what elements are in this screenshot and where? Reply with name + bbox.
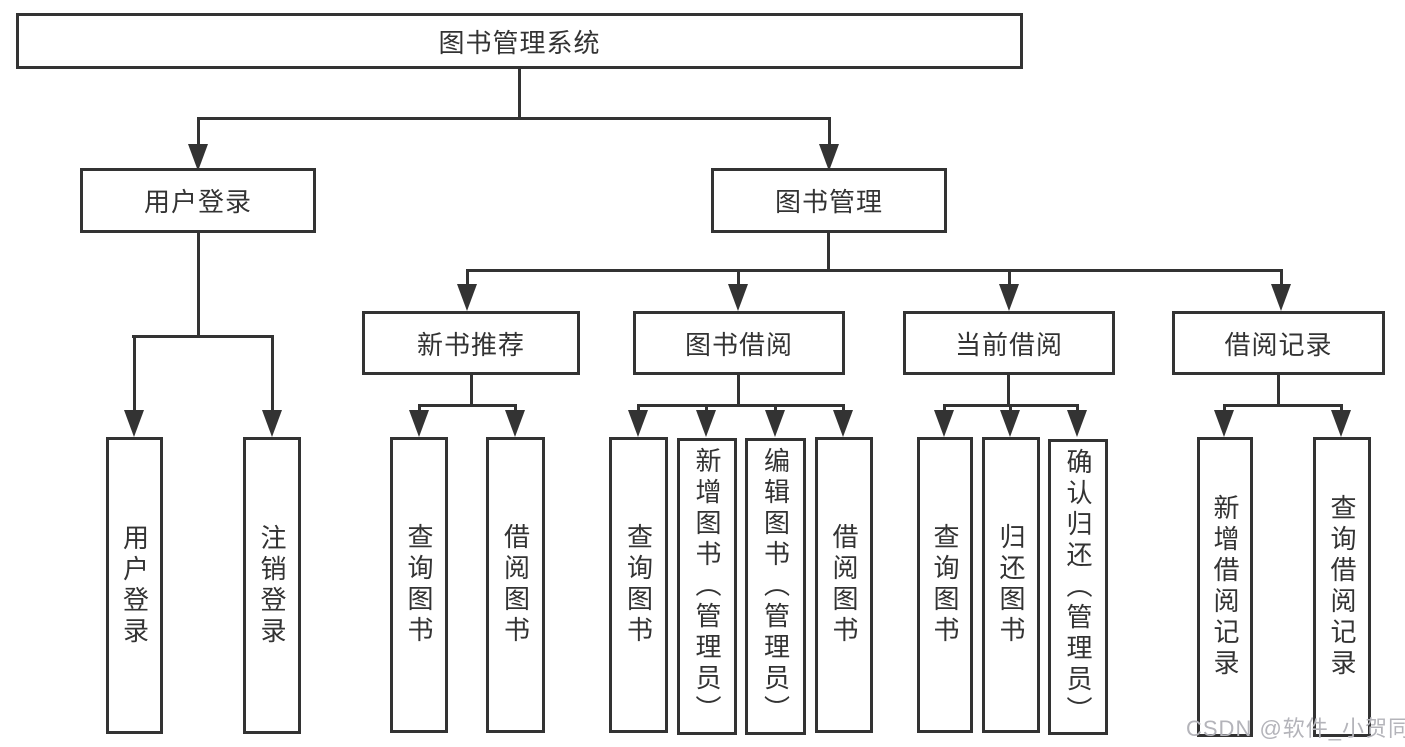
connector-line [466,269,1283,272]
leaf-add-book-admin: 新增图书（管理员） [677,438,737,735]
connector-line [1009,404,1012,414]
connector-line [737,373,740,407]
leaf-confirm-return-admin: 确认归还（管理员） [1048,439,1108,735]
leaf-add-borrow-record-label: 新增借阅记录 [1210,494,1240,680]
connector-line [133,335,136,413]
leaf-return-books: 归还图书 [982,437,1040,733]
connector-line [197,117,200,147]
connector-line [1340,404,1343,414]
node-book-borrowing-label: 图书借阅 [684,329,793,360]
node-user-login-label: 用户登录 [143,187,252,217]
connector-line [637,404,640,414]
connector-line [271,335,274,413]
arrow-down-icon [1331,410,1351,437]
arrow-down-icon [1067,410,1087,437]
node-current-borrowing: 当前借阅 [903,311,1115,375]
leaf-borrow-books-1-label: 借阅图书 [500,523,531,647]
node-book-management-label: 图书管理 [774,187,883,217]
arrow-down-icon [1271,284,1291,311]
leaf-confirm-return-admin-label: 确认归还（管理员） [1063,447,1093,727]
leaf-query-books-1: 查询图书 [390,437,448,733]
arrow-down-icon [124,410,144,437]
connector-line [514,404,517,414]
connector-line [418,404,516,407]
leaf-query-books-2-label: 查询图书 [623,523,654,647]
connector-line [470,373,473,407]
connector-line [466,269,469,287]
arrow-down-icon [728,284,748,311]
leaf-edit-book-admin-label: 编辑图书（管理员） [760,447,791,726]
node-current-borrowing-label: 当前借阅 [954,329,1063,360]
connector-line [842,404,845,414]
arrow-down-icon [457,284,477,311]
leaf-query-books-2: 查询图书 [609,437,668,733]
arrow-down-icon [1000,410,1020,437]
connector-line [943,404,946,414]
arrow-down-icon [1214,410,1234,437]
arrow-down-icon [934,410,954,437]
leaf-borrow-books-2: 借阅图书 [815,437,873,733]
connector-line [1076,404,1079,414]
node-borrow-records: 借阅记录 [1172,311,1385,375]
watermark-text: CSDN @软件_小贺同学 [1186,716,1405,741]
leaf-query-borrow-record: 查询借阅记录 [1313,437,1371,737]
connector-line [1224,404,1342,407]
connector-line [132,335,274,338]
arrow-down-icon [819,144,839,171]
leaf-user-login-label: 用户登录 [119,523,150,648]
connector-line [1007,373,1010,407]
connector-line [418,404,421,414]
connector-line [1223,404,1226,414]
arrow-down-icon [628,410,648,437]
leaf-add-borrow-record: 新增借阅记录 [1197,437,1253,737]
arrow-down-icon [765,410,785,437]
node-user-login: 用户登录 [80,168,316,233]
leaf-query-borrow-record-label: 查询借阅记录 [1327,494,1357,680]
connector-line [827,231,830,272]
connector-line [1008,269,1011,287]
leaf-add-book-admin-label: 新增图书（管理员） [692,447,722,726]
leaf-query-books-3: 查询图书 [917,437,973,733]
leaf-edit-book-admin: 编辑图书（管理员） [745,438,806,735]
arrow-down-icon [262,410,282,437]
connector-line [197,232,200,338]
connector-line [705,404,708,414]
connector-line [774,404,777,414]
arrow-down-icon [409,410,429,437]
connector-line [1277,373,1280,407]
leaf-query-books-3-label: 查询图书 [930,523,960,647]
leaf-borrow-books-1: 借阅图书 [486,437,545,733]
leaf-user-login: 用户登录 [106,437,163,734]
connector-line [637,404,845,407]
connector-line [828,117,831,147]
leaf-logout: 注销登录 [243,437,301,734]
node-library-system-label: 图书管理系统 [438,27,601,58]
node-new-book-recommend-label: 新书推荐 [416,329,525,360]
node-library-system: 图书管理系统 [16,13,1023,69]
node-book-management: 图书管理 [711,168,947,233]
connector-line [737,269,740,287]
node-book-borrowing: 图书借阅 [633,311,845,375]
node-borrow-records-label: 借阅记录 [1224,329,1333,360]
connector-line [1280,269,1283,287]
leaf-query-books-1-label: 查询图书 [404,523,434,647]
arrow-down-icon [999,284,1019,311]
leaf-return-books-label: 归还图书 [996,523,1026,647]
arrow-down-icon [505,410,525,437]
leaf-logout-label: 注销登录 [257,523,287,648]
arrow-down-icon [696,410,716,437]
arrow-down-icon [188,144,208,171]
leaf-borrow-books-2-label: 借阅图书 [829,523,859,647]
arrow-down-icon [833,410,853,437]
node-new-book-recommend: 新书推荐 [362,311,580,375]
connector-line [197,117,831,120]
connector-line [518,66,521,120]
